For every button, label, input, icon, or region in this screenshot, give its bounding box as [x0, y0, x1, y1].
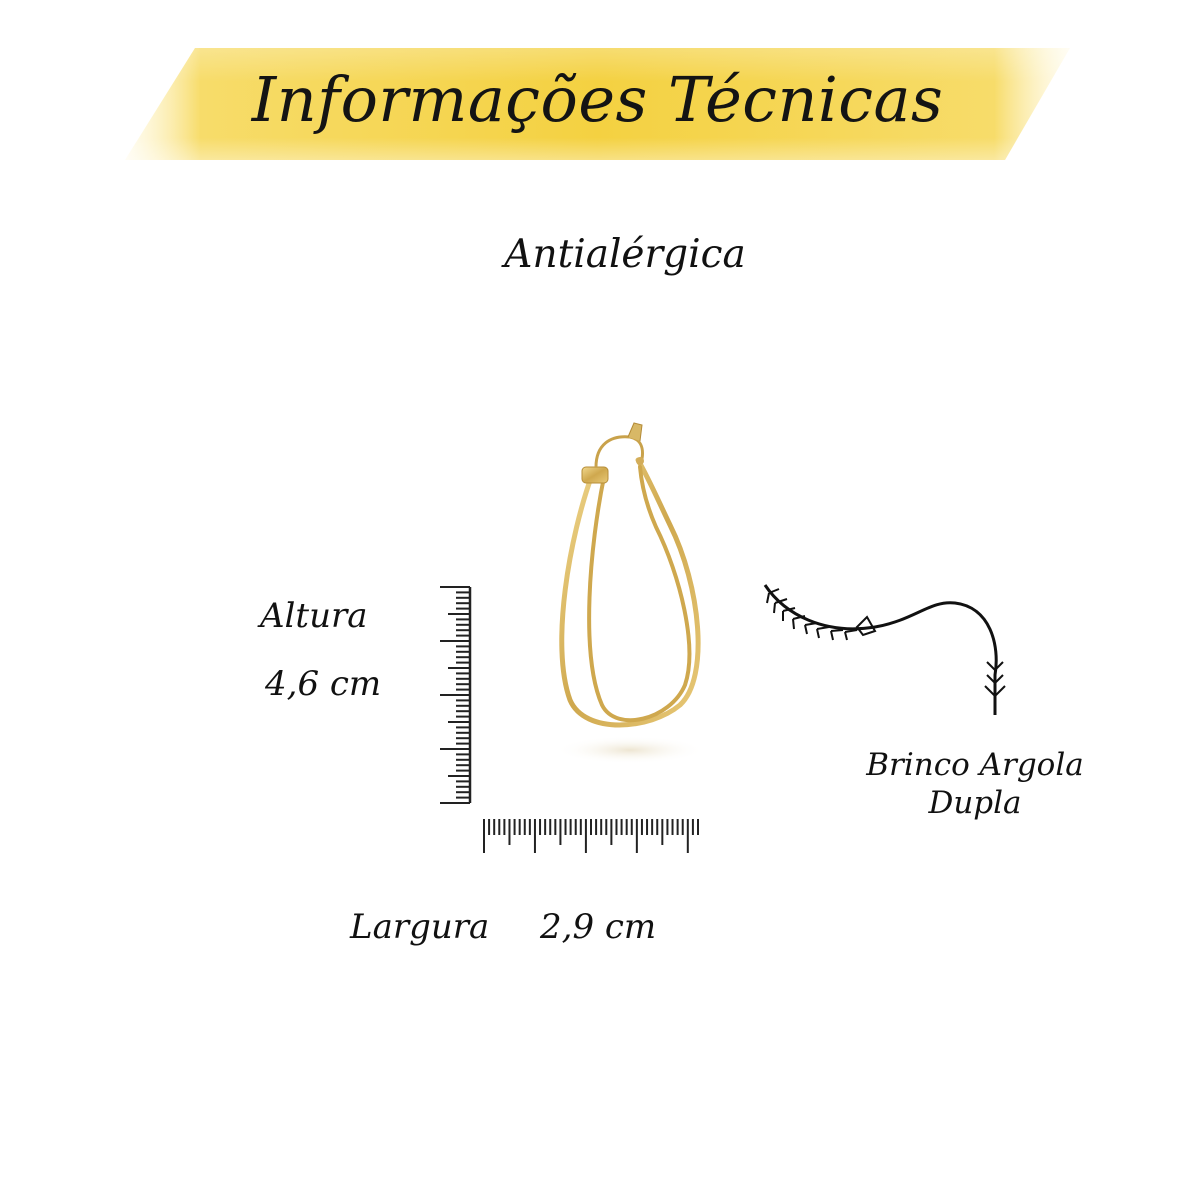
height-value: 4,6 cm: [265, 664, 382, 704]
height-label: Altura: [260, 596, 368, 636]
width-label: Largura: [350, 907, 490, 947]
earring-image: [555, 422, 705, 764]
page-title: Informações Técnicas: [251, 63, 944, 136]
feather-arrow-icon: [763, 584, 1006, 715]
header-banner: Informações Técnicas: [125, 45, 1070, 163]
vertical-ruler-icon: [440, 586, 472, 804]
product-name-line1: Brinco Argola: [866, 747, 1084, 783]
width-value: 2,9 cm: [540, 907, 657, 947]
horizontal-ruler-icon: [483, 819, 699, 853]
product-name: Brinco Argola Dupla: [860, 746, 1090, 822]
feature-label: Antialérgica: [504, 232, 746, 277]
product-name-line2: Dupla: [928, 785, 1022, 821]
banner-background: [125, 48, 1070, 160]
